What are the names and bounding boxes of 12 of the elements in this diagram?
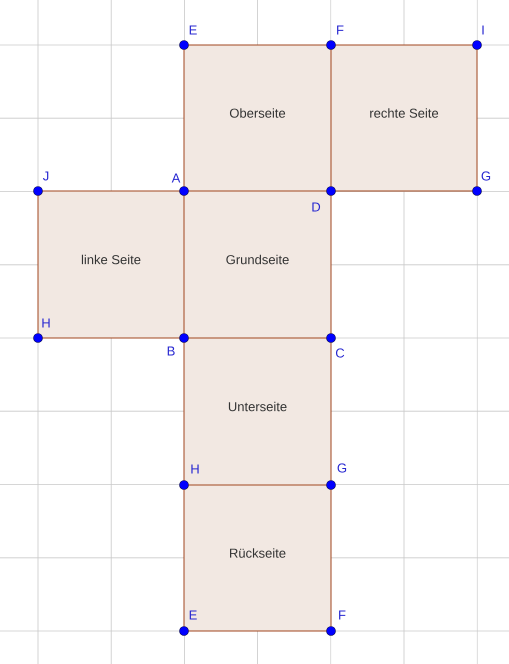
point-label: E: [190, 610, 197, 620]
point-label: C: [336, 348, 344, 358]
point-label: G: [338, 463, 346, 473]
face-square: rechte Seite: [330, 44, 478, 192]
point-label: H: [42, 318, 50, 328]
point-label: F: [337, 26, 344, 34]
point-label: D: [312, 202, 320, 212]
point-label: I: [482, 26, 484, 34]
point-label: A: [172, 174, 180, 182]
face-square: Oberseite: [184, 44, 332, 192]
point-label: B: [168, 346, 175, 356]
point-label: H: [191, 464, 199, 474]
